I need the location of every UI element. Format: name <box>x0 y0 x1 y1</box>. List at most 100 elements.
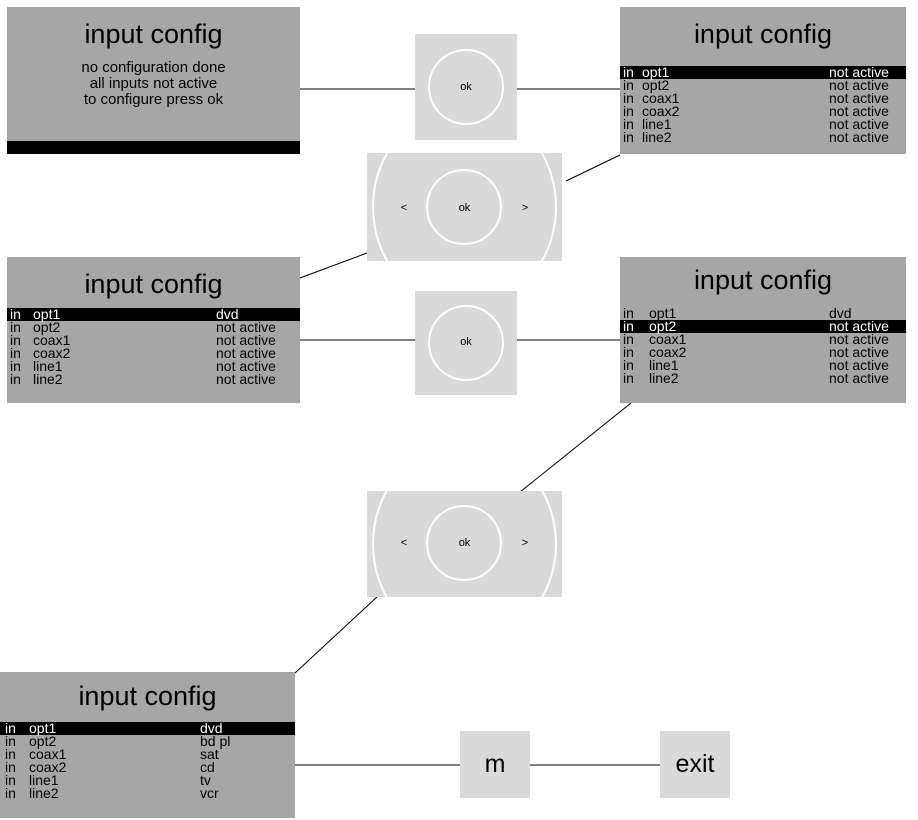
input-row-name: coax1 <box>649 331 687 347</box>
input-row-prefix: in <box>623 103 634 119</box>
input-row-name: coax2 <box>642 103 680 119</box>
screen-message-line: all inputs not active <box>89 75 218 92</box>
input-row-value: tv <box>200 772 211 788</box>
input-row-opt1[interactable]: in opt1 not active <box>620 64 906 80</box>
input-row-prefix: in <box>5 772 16 788</box>
input-row-prefix: in <box>623 357 634 373</box>
input-row-value: not active <box>829 370 889 386</box>
input-row-name: line1 <box>642 116 672 132</box>
menu-button[interactable]: m <box>460 731 530 798</box>
input-row-name: line2 <box>649 370 679 386</box>
ok-ring <box>428 49 504 125</box>
screen-title: input config <box>84 19 223 49</box>
nav-key[interactable]: ok < > <box>367 153 562 261</box>
input-row-value: not active <box>829 357 889 373</box>
input-row-prefix: in <box>623 370 634 386</box>
input-row-name: opt1 <box>29 720 57 736</box>
input-row-name: opt1 <box>642 64 670 80</box>
input-row-value: not active <box>216 371 276 387</box>
input-row-value: dvd <box>200 720 223 736</box>
input-row-prefix: in <box>10 332 21 348</box>
screen-title: input config <box>693 265 833 295</box>
input-row-name: opt2 <box>33 319 61 335</box>
ok-label: ok <box>460 336 472 348</box>
input-row-value: not active <box>216 358 276 374</box>
input-row-value: not active <box>829 64 889 80</box>
input-row-name: line2 <box>33 371 63 387</box>
input-row-name: coax1 <box>33 332 71 348</box>
ok-label: ok <box>458 537 471 549</box>
input-row-prefix: in <box>10 371 21 387</box>
input-row-name: opt2 <box>649 318 677 334</box>
input-row-name: line1 <box>649 357 679 373</box>
input-row-name: coax2 <box>29 759 67 775</box>
ok-label: ok <box>458 202 471 214</box>
input-row-value: not active <box>216 345 276 361</box>
input-row-line1[interactable]: in line1 tv <box>0 772 295 788</box>
screen-message-line: no configuration done <box>81 59 226 76</box>
input-row-prefix: in <box>10 345 21 361</box>
ok-label: ok <box>460 81 472 93</box>
input-row-name: line2 <box>29 785 59 801</box>
input-row-prefix: in <box>623 318 634 334</box>
input-row-prefix: in <box>623 331 634 347</box>
input-row-coax2[interactable]: in coax2 not active <box>7 345 300 361</box>
screen-input-config-initial: input config no configuration done all i… <box>7 7 300 154</box>
input-row-prefix: in <box>623 77 634 93</box>
input-row-name: line2 <box>642 129 672 145</box>
input-row-value: vcr <box>200 785 219 801</box>
input-row-value: not active <box>829 77 889 93</box>
ok-ring <box>426 505 502 581</box>
input-row-value: not active <box>829 344 889 360</box>
ok-key[interactable]: ok <box>415 291 517 395</box>
input-row-prefix: in <box>623 344 634 360</box>
right-arrow-icon: > <box>521 202 529 214</box>
input-row-prefix: in <box>623 64 634 80</box>
screen-title: input config <box>78 681 217 711</box>
input-row-opt1[interactable]: in opt1 dvd <box>0 720 295 736</box>
screen-footer-bar <box>7 141 300 154</box>
input-row-line1[interactable]: in line1 not active <box>620 357 906 373</box>
nav-key[interactable]: ok < > <box>367 491 562 597</box>
outer-ring <box>372 153 557 261</box>
input-row-value: not active <box>216 332 276 348</box>
input-row-line2[interactable]: in line2 not active <box>7 371 300 387</box>
input-row-prefix: in <box>10 358 21 374</box>
input-row-prefix: in <box>623 305 634 321</box>
input-row-prefix: in <box>5 720 16 736</box>
input-row-name: line1 <box>29 772 59 788</box>
screen-message-line: to configure press ok <box>83 91 224 108</box>
input-row-name: coax2 <box>33 345 71 361</box>
ok-key[interactable]: ok <box>415 34 517 140</box>
input-row-line2[interactable]: in line2 not active <box>620 370 906 386</box>
left-arrow-icon: < <box>400 202 408 214</box>
exit-button[interactable]: exit <box>660 731 730 798</box>
input-row-coax1[interactable]: in coax1 not active <box>7 332 300 348</box>
input-row-prefix: in <box>5 746 16 762</box>
input-row-name: opt1 <box>33 306 61 322</box>
